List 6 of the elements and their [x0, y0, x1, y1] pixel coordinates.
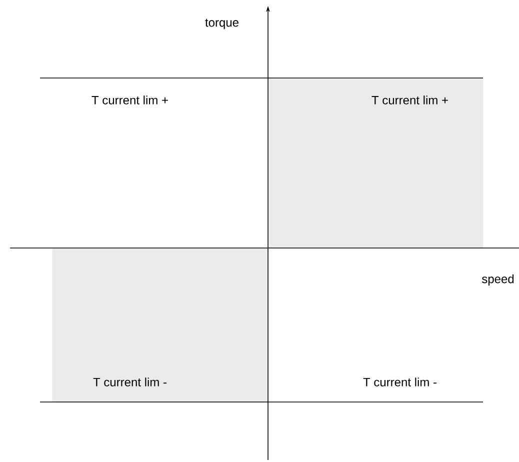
shaded-region: T current lim + — [268, 78, 484, 248]
axis-label: torque — [205, 18, 238, 30]
limit-label: T current lim + — [92, 96, 168, 104]
shaded-region: T current lim - — [52, 248, 268, 402]
axis-label: speed — [482, 274, 514, 286]
limit-label: T current lim - — [363, 378, 436, 386]
